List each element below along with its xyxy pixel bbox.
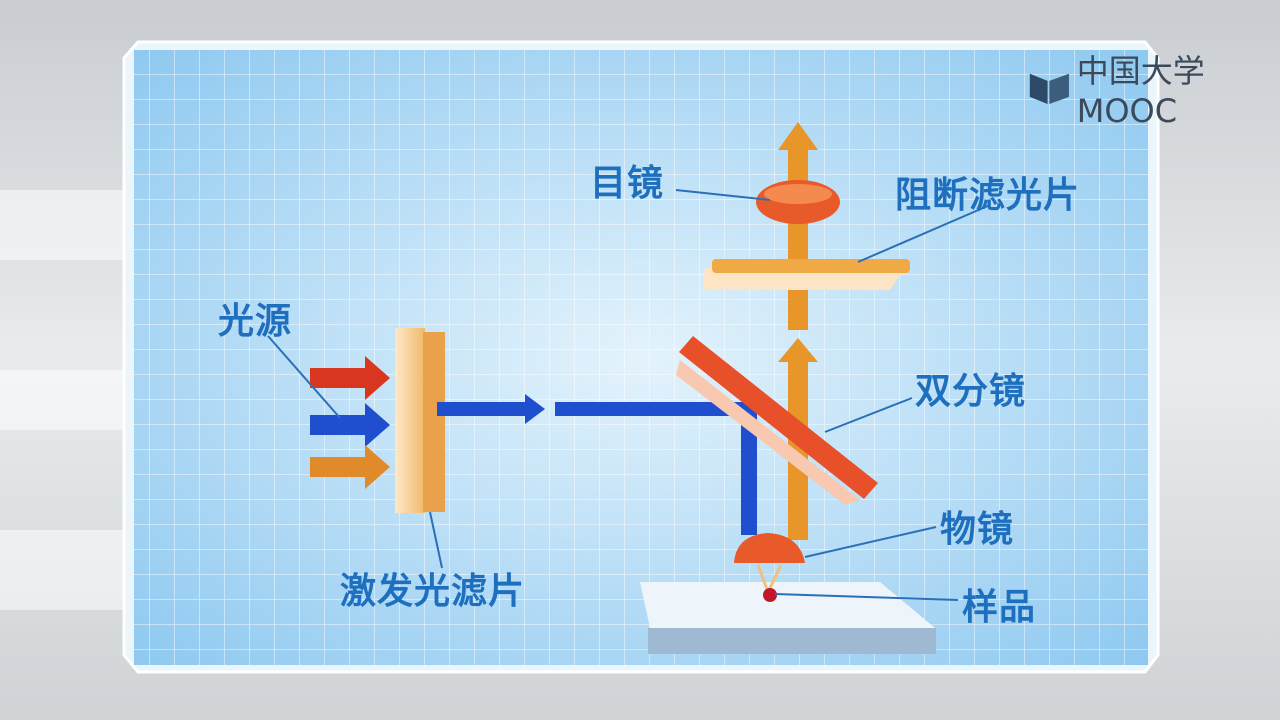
sample-dot [763, 588, 777, 602]
label-eyepiece: 目镜 [590, 163, 665, 204]
label-sample: 样品 [962, 587, 1037, 628]
leader-lines [267, 189, 991, 601]
light-source-arrows [310, 356, 390, 489]
label-light-source: 光源 [218, 301, 293, 342]
book-icon [1029, 73, 1069, 105]
sample-stage [640, 582, 936, 654]
label-excitation-filter: 激发光滤片 [340, 571, 526, 612]
label-barrier-filter: 阻断滤光片 [895, 175, 1081, 216]
excitation-filter [395, 328, 445, 513]
mooc-logo: 中国大学MOOC [1028, 46, 1280, 130]
logo-text: 中国大学MOOC [1076, 52, 1205, 130]
label-objective: 物镜 [940, 509, 1015, 550]
dichroic-mirror [676, 336, 878, 505]
label-dichroic-mirror: 双分镜 [915, 371, 1027, 412]
eyepiece [756, 180, 840, 224]
barrier-filter [702, 259, 910, 290]
